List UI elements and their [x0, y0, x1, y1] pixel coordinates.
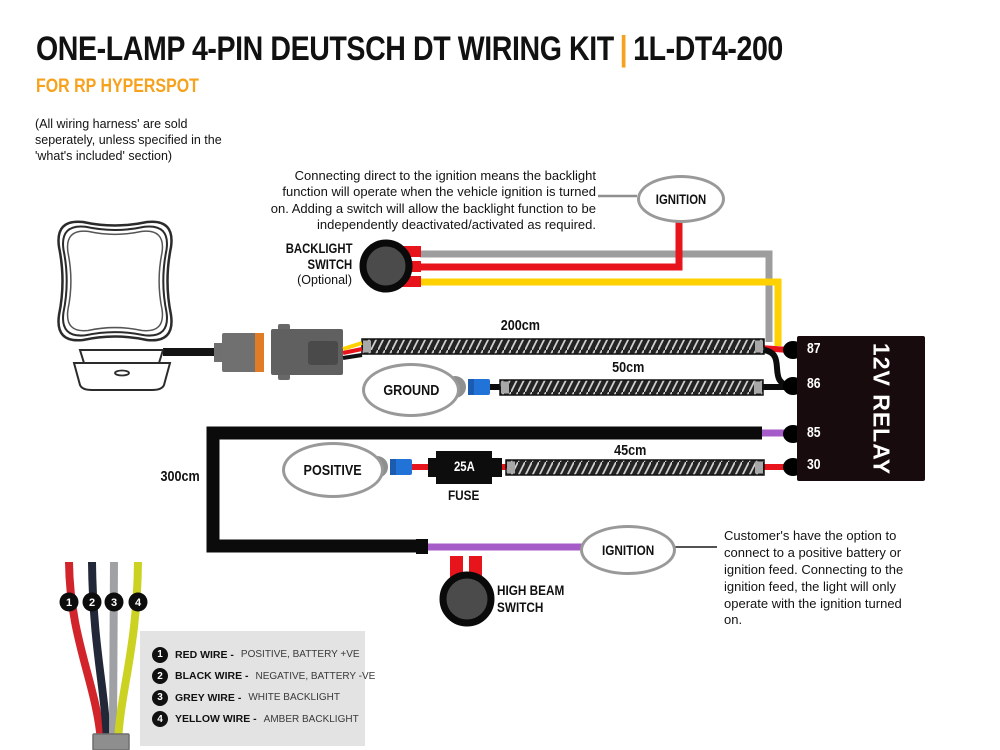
relay-title: 12V RELAY — [868, 342, 895, 475]
lead-wire-yellow — [114, 561, 142, 742]
title-separator: | — [619, 30, 628, 68]
ignition-bottom-tag: IGNITION — [580, 525, 676, 575]
ignition-note: Connecting direct to the ignition means … — [270, 168, 596, 233]
badge-3: 3 — [111, 597, 117, 609]
braided-sleeve-50cm — [499, 379, 764, 396]
legend-row-yellow: 4 YELLOW WIRE - AMBER BACKLIGHT — [152, 709, 365, 731]
badge-2: 2 — [89, 597, 95, 609]
high-beam-switch-icon — [439, 556, 495, 627]
badge-4: 4 — [135, 597, 142, 609]
lead-wire-red — [65, 561, 105, 742]
length-300cm: 300cm — [160, 468, 200, 485]
high-beam-switch-label: HIGH BEAM SWITCH — [497, 582, 565, 615]
legend-num-1: 1 — [152, 646, 168, 663]
wire-300cm-black — [206, 426, 762, 553]
deutsch-dt-connectors — [214, 324, 363, 380]
model-number: 1L-DT4-200 — [633, 30, 783, 68]
red-ignition-feed-wire — [420, 217, 683, 271]
relay-pin-85: 85 — [807, 425, 821, 441]
cable-sheath — [92, 733, 130, 750]
wire-legend: 1 RED WIRE - POSITIVE, BATTERY +VE 2 BLA… — [140, 631, 375, 746]
yellow-backlight-wire — [420, 278, 782, 346]
page-subtitle: FOR RP HYPERSPOT — [36, 76, 199, 97]
length-45cm: 45cm — [613, 442, 647, 459]
relay-box: 87 86 85 30 12V RELAY — [797, 336, 925, 481]
lead-wire-black — [88, 561, 111, 742]
ground-tag: GROUND — [362, 363, 460, 417]
relay-pin-86: 86 — [807, 376, 821, 392]
fuse-label: FUSE — [448, 487, 480, 503]
customer-note: Customer's have the option to connect to… — [724, 528, 904, 628]
ignition-top-tag: IGNITION — [637, 175, 725, 223]
relay-pin-87: 87 — [807, 341, 821, 357]
fuse-amp-label: 25A — [453, 459, 475, 474]
fuse-icon — [428, 451, 502, 484]
connector-orange-seal — [255, 333, 264, 372]
page-title: ONE-LAMP 4-PIN DEUTSCH DT WIRING KIT|1L-… — [36, 30, 925, 69]
wire-300cm-endcap — [416, 539, 428, 554]
legend-row-grey: 3 GREY WIRE - WHITE BACKLIGHT — [152, 687, 365, 709]
lead-wire-grey — [109, 561, 118, 742]
sold-separately-note: (All wiring harness' are sold seperately… — [35, 117, 222, 163]
braided-sleeve-200cm — [361, 338, 765, 355]
legend-num-2: 2 — [152, 668, 168, 685]
lead-wires — [65, 561, 142, 742]
length-50cm: 50cm — [611, 359, 645, 376]
badge-1: 1 — [66, 597, 72, 609]
legend-num-3: 3 — [152, 689, 168, 706]
backlight-switch-icon — [359, 239, 421, 293]
positive-tag: POSITIVE — [282, 442, 384, 498]
legend-row-red: 1 RED WIRE - POSITIVE, BATTERY +VE — [152, 644, 365, 666]
legend-row-black: 2 BLACK WIRE - NEGATIVE, BATTERY -VE — [152, 666, 375, 688]
legend-num-4: 4 — [152, 711, 168, 728]
wire-number-badges: 1 2 3 4 — [59, 592, 148, 612]
lamp-illustration — [57, 220, 218, 391]
relay-pin-30: 30 — [807, 457, 821, 473]
backlight-switch-label: BACKLIGHT SWITCH (Optional) — [285, 241, 352, 287]
grey-backlight-wire — [420, 250, 773, 342]
braided-sleeve-45cm — [505, 459, 765, 476]
length-200cm: 200cm — [500, 317, 540, 334]
title-text: ONE-LAMP 4-PIN DEUTSCH DT WIRING KIT — [36, 30, 614, 68]
